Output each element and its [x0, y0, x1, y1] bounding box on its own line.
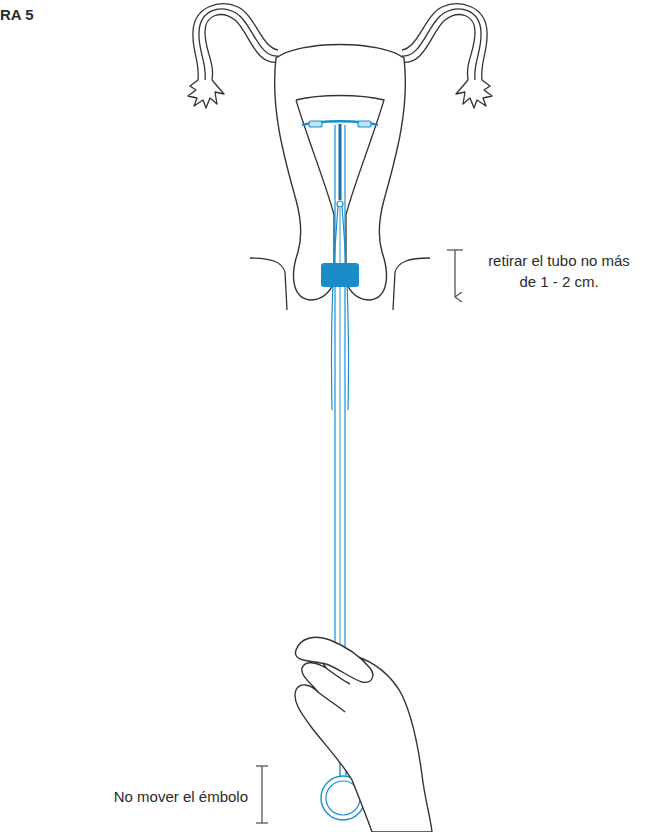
dimension-note: retirar el tubo no más de 1 - 2 cm.: [484, 250, 634, 292]
instruction-note: No mover el émbolo: [50, 786, 248, 807]
bracket: [256, 766, 268, 823]
dimension-bracket: [447, 250, 463, 297]
figure-number: RA 5: [0, 4, 80, 25]
iud: [302, 121, 378, 207]
flange: [321, 263, 359, 287]
hand: [295, 637, 432, 832]
